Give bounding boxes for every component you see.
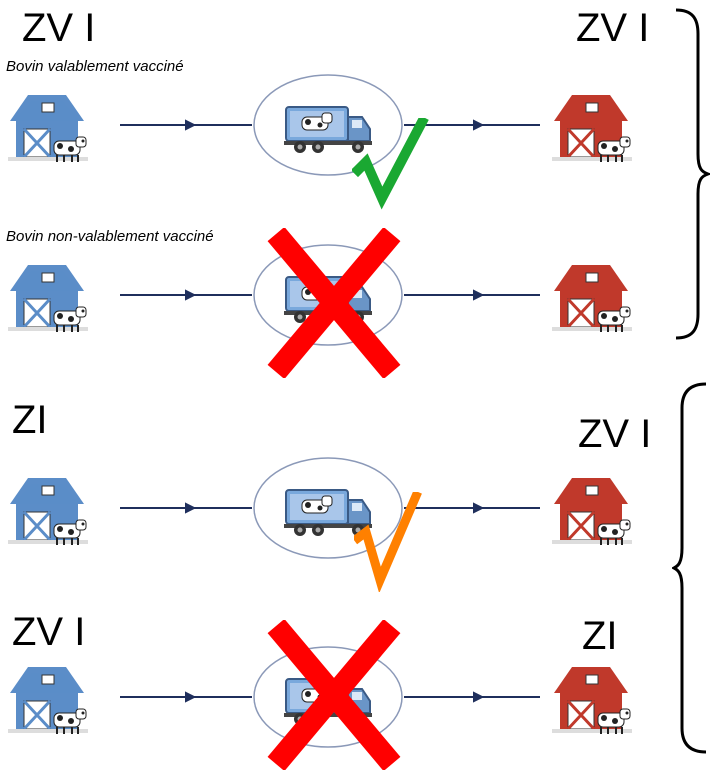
red-barn-icon (552, 478, 632, 545)
cow-icon (597, 306, 631, 332)
check-mark-icon (354, 492, 422, 592)
flow-arrows (120, 502, 540, 514)
red-barn-icon (552, 667, 632, 734)
blue-barn-icon (8, 667, 88, 734)
cattle-truck-icon (284, 489, 372, 536)
flow-row (0, 65, 712, 185)
caption-vaccinated: Bovin valablement vacciné (6, 58, 184, 75)
origin-zone-label-1: ZV I (22, 6, 96, 50)
destination-zone-label-3: ZV I (578, 412, 652, 456)
cow-icon (53, 519, 87, 545)
origin-zone-label-3: ZI (12, 398, 48, 442)
cross-mark-icon (267, 228, 401, 378)
red-barn-icon (552, 95, 632, 162)
blue-barn-icon (8, 265, 88, 332)
cross-mark-icon (267, 620, 401, 770)
check-mark-icon (352, 118, 429, 210)
red-barn-icon (552, 265, 632, 332)
cow-icon (53, 136, 87, 162)
flow-arrows (120, 691, 540, 703)
cow-icon (53, 708, 87, 734)
transport-hub (252, 73, 404, 177)
flow-arrows (120, 289, 540, 301)
blue-barn-icon (8, 95, 88, 162)
cattle-truck-icon (284, 106, 372, 153)
cow-icon (597, 519, 631, 545)
flow-row (0, 448, 712, 568)
upper-brace (675, 8, 710, 340)
cow-icon (53, 306, 87, 332)
origin-zone-label-4: ZV I (12, 610, 86, 654)
caption-not-vaccinated: Bovin non-valablement vacciné (6, 228, 214, 245)
flow-row (0, 637, 712, 757)
destination-zone-label-4: ZI (582, 614, 618, 658)
cow-icon (597, 136, 631, 162)
cow-icon (597, 708, 631, 734)
blue-barn-icon (8, 478, 88, 545)
lower-brace (672, 382, 707, 754)
destination-zone-label-1: ZV I (576, 6, 650, 50)
transport-hub (252, 456, 404, 560)
flow-arrows (120, 119, 540, 131)
